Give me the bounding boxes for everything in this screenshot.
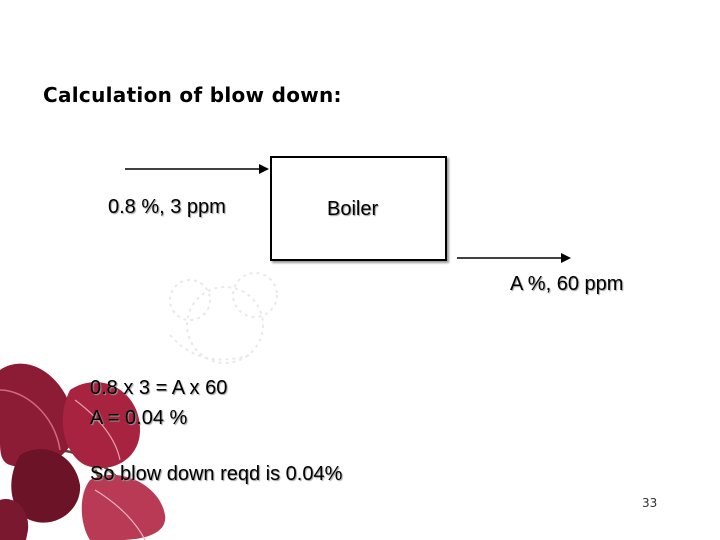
output-arrow	[457, 253, 571, 263]
slide-title: Calculation of blow down:	[43, 83, 342, 107]
watermark-flower	[169, 272, 278, 364]
leaf	[0, 363, 76, 468]
leaf	[11, 449, 81, 523]
equation-line-2: A = 0.04 %	[90, 407, 188, 429]
leaf-vein	[0, 389, 61, 451]
boiler-box	[270, 156, 447, 261]
page-number: 33	[642, 496, 658, 510]
equation-line-1: 0.8 x 3 = A x 60	[90, 377, 228, 399]
conclusion-text: So blow down reqd is 0.04%	[90, 463, 343, 485]
boiler-label: Boiler	[327, 198, 379, 220]
output-label: A %, 60 ppm	[510, 273, 624, 295]
leaf	[81, 474, 166, 540]
leaf	[0, 499, 29, 540]
leaf-vein	[74, 399, 121, 461]
input-label: 0.8 %, 3 ppm	[108, 196, 226, 218]
red-leaves-decoration	[0, 272, 278, 540]
input-arrow	[125, 164, 269, 174]
leaf-vein	[94, 489, 146, 540]
